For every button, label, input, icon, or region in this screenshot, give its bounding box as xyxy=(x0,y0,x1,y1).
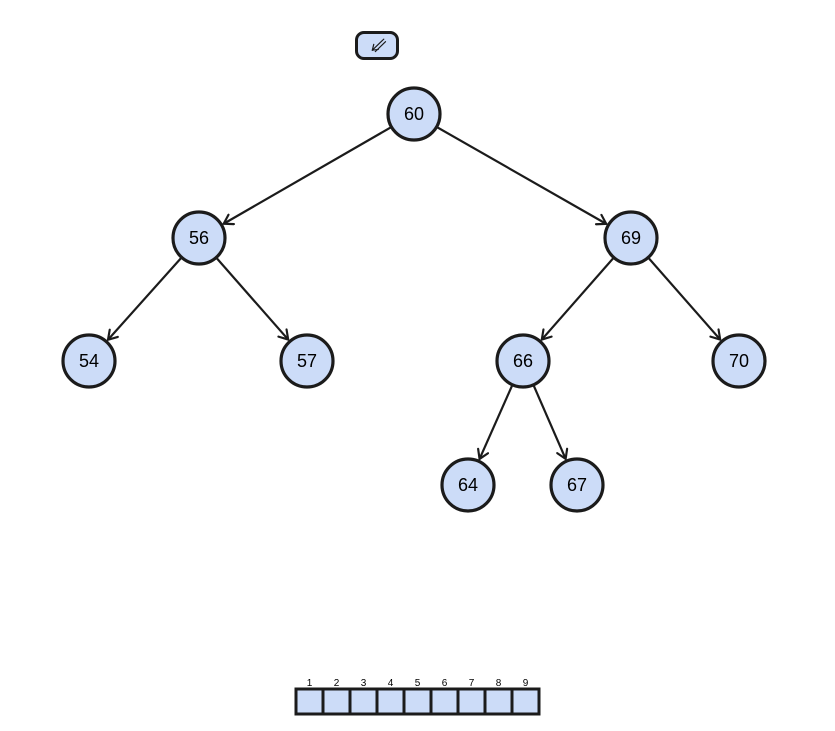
array-display: 1 2 3 4 5 6 7 8 9 xyxy=(294,678,541,716)
array-cell-8 xyxy=(483,687,514,716)
node-value-label: 70 xyxy=(729,351,749,371)
tree-nodes: 60 56 69 54 57 66 70 64 67 xyxy=(61,86,767,513)
node-value-label: 66 xyxy=(513,351,533,371)
array-index-label-7: 7 xyxy=(469,678,475,689)
node-circle xyxy=(549,457,605,513)
tree-node-66[interactable]: 66 xyxy=(495,333,551,389)
node-circle xyxy=(171,210,227,266)
array-cell-5 xyxy=(402,687,433,716)
tree-node-54[interactable]: 54 xyxy=(61,333,117,389)
node-value-label: 54 xyxy=(79,351,99,371)
node-value-label: 57 xyxy=(297,351,317,371)
node-value-label: 60 xyxy=(404,104,424,124)
tree-node-57[interactable]: 57 xyxy=(279,333,335,389)
tree-node-60[interactable]: 60 xyxy=(386,86,442,142)
array-cell-3 xyxy=(348,687,379,716)
tree-edge-60-56 xyxy=(221,113,415,226)
tree-node-70[interactable]: 70 xyxy=(711,333,767,389)
array-index-label-5: 5 xyxy=(415,678,421,689)
arrow-down-left-icon xyxy=(371,38,387,53)
node-circle xyxy=(603,210,659,266)
array-cell-6 xyxy=(429,687,460,716)
arrow-tool-button[interactable] xyxy=(355,31,399,60)
tree-edges xyxy=(106,113,722,461)
node-circle xyxy=(279,333,335,389)
node-value-label: 64 xyxy=(458,475,478,495)
array-cell-4 xyxy=(375,687,406,716)
node-circle xyxy=(711,333,767,389)
tree-edge-60-69 xyxy=(413,113,609,226)
array-cell-7 xyxy=(456,687,487,716)
node-circle xyxy=(386,86,442,142)
tree-node-56[interactable]: 56 xyxy=(171,210,227,266)
array-cell-9 xyxy=(510,687,541,716)
node-circle xyxy=(440,457,496,513)
node-value-label: 56 xyxy=(189,228,209,248)
array-cell-1 xyxy=(294,687,325,716)
tree-node-67[interactable]: 67 xyxy=(549,457,605,513)
array-index-label-9: 9 xyxy=(523,678,529,689)
tree-node-69[interactable]: 69 xyxy=(603,210,659,266)
node-value-label: 69 xyxy=(621,228,641,248)
node-value-label: 67 xyxy=(567,475,587,495)
array-index-label-1: 1 xyxy=(307,678,313,689)
array-index-label-2: 2 xyxy=(334,678,340,689)
array-index-label-4: 4 xyxy=(388,678,394,689)
tree-node-64[interactable]: 64 xyxy=(440,457,496,513)
node-circle xyxy=(61,333,117,389)
array-index-label-3: 3 xyxy=(361,678,367,689)
array-index-label-6: 6 xyxy=(442,678,448,689)
array-cell-2 xyxy=(321,687,352,716)
node-circle xyxy=(495,333,551,389)
array-index-label-8: 8 xyxy=(496,678,502,689)
